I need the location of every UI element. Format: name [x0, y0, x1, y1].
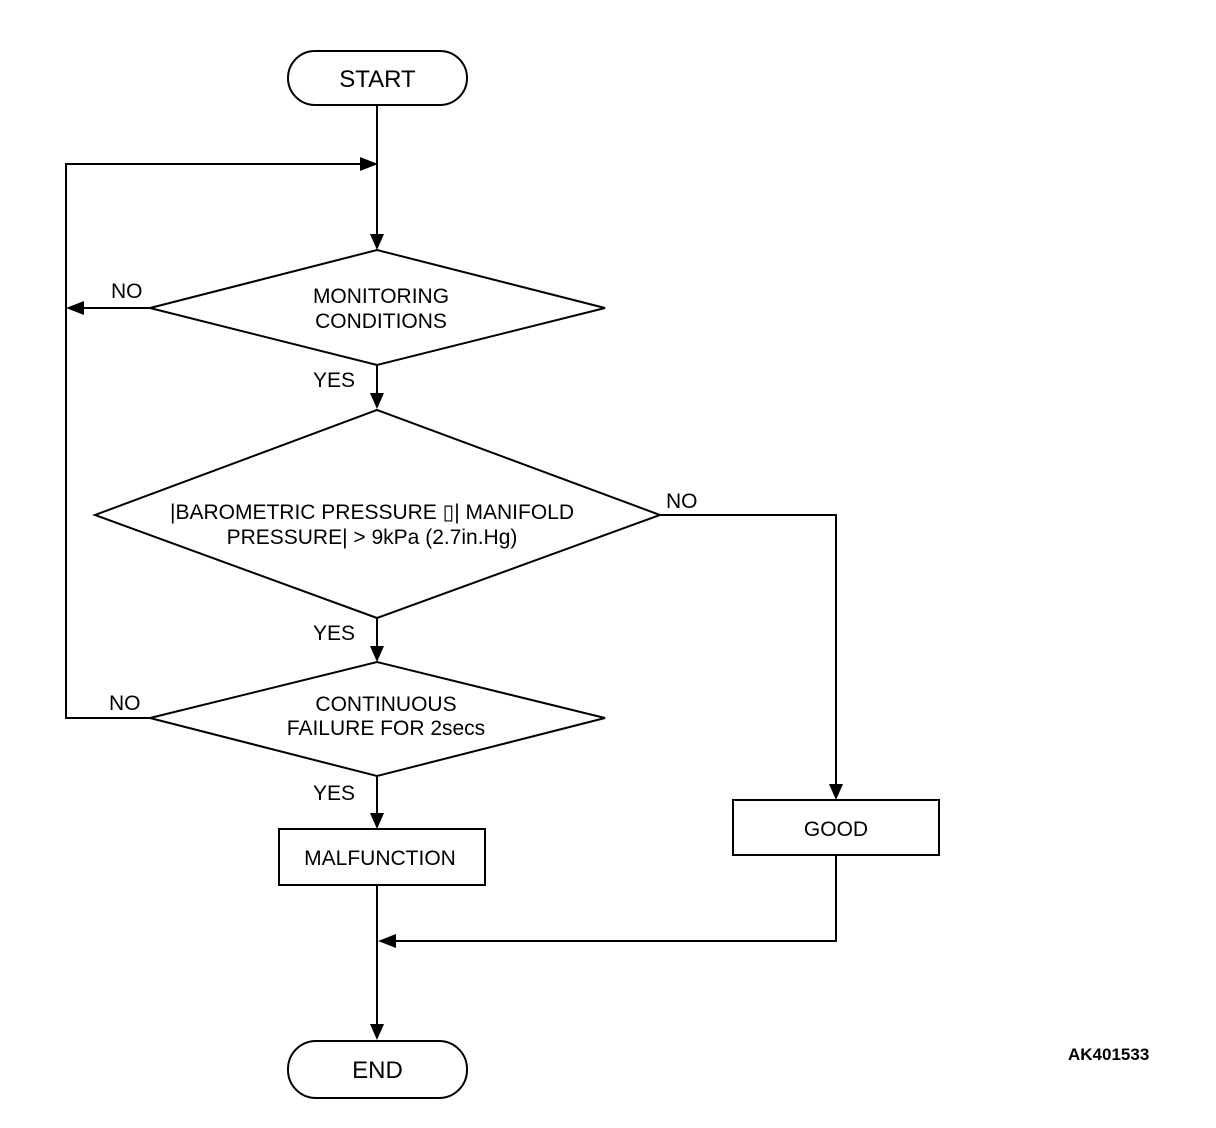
arrowhead-down [370, 813, 384, 829]
arrowhead-down [829, 784, 843, 800]
figure-code: AK401533 [1068, 1045, 1149, 1064]
start-label: START [339, 66, 416, 93]
decision-continuous-line2: FAILURE FOR 2secs [287, 717, 485, 740]
arrowhead-down [370, 1024, 384, 1040]
end-terminator: END [287, 1040, 468, 1099]
good-box: GOOD [732, 799, 940, 856]
connector-loop-back [65, 163, 362, 719]
no-label: NO [666, 490, 698, 513]
yes-label: YES [313, 622, 355, 645]
arrowhead-down [370, 234, 384, 250]
decision-monitoring-line2: CONDITIONS [315, 310, 447, 333]
decision-continuous-failure: CONTINUOUS FAILURE FOR 2secs [149, 660, 606, 778]
arrowhead-down [370, 393, 384, 409]
no-label: NO [111, 280, 143, 303]
decision-pressure-line2: PRESSURE| > 9kPa (2.7in.Hg) [227, 526, 518, 549]
decision-monitoring-line1: MONITORING [313, 285, 449, 308]
decision-continuous-line1: CONTINUOUS [315, 693, 456, 716]
start-terminator: START [287, 50, 468, 106]
good-label: GOOD [804, 818, 868, 841]
malfunction-label: MALFUNCTION [304, 847, 456, 870]
arrowhead-left [378, 934, 396, 948]
connectors [65, 105, 837, 1027]
yes-label: YES [313, 782, 355, 805]
arrowhead-left [66, 301, 84, 315]
no-label: NO [109, 692, 141, 715]
arrowhead-right [360, 157, 378, 171]
yes-label: YES [313, 369, 355, 392]
branch-labels: NO YES NO YES NO YES [109, 280, 698, 805]
malfunction-box: MALFUNCTION [278, 828, 486, 886]
end-label: END [352, 1057, 403, 1084]
connector-good-return [394, 855, 837, 942]
decision-monitoring-conditions: MONITORING CONDITIONS [149, 248, 606, 367]
decision-pressure-difference: |BAROMETRIC PRESSURE ▯| MANIFOLD PRESSUR… [92, 408, 663, 620]
arrowheads [66, 157, 843, 1040]
decision-pressure-line1: |BAROMETRIC PRESSURE ▯| MANIFOLD [170, 501, 574, 524]
connector-pressure-no [660, 514, 837, 786]
arrowhead-down [370, 646, 384, 662]
